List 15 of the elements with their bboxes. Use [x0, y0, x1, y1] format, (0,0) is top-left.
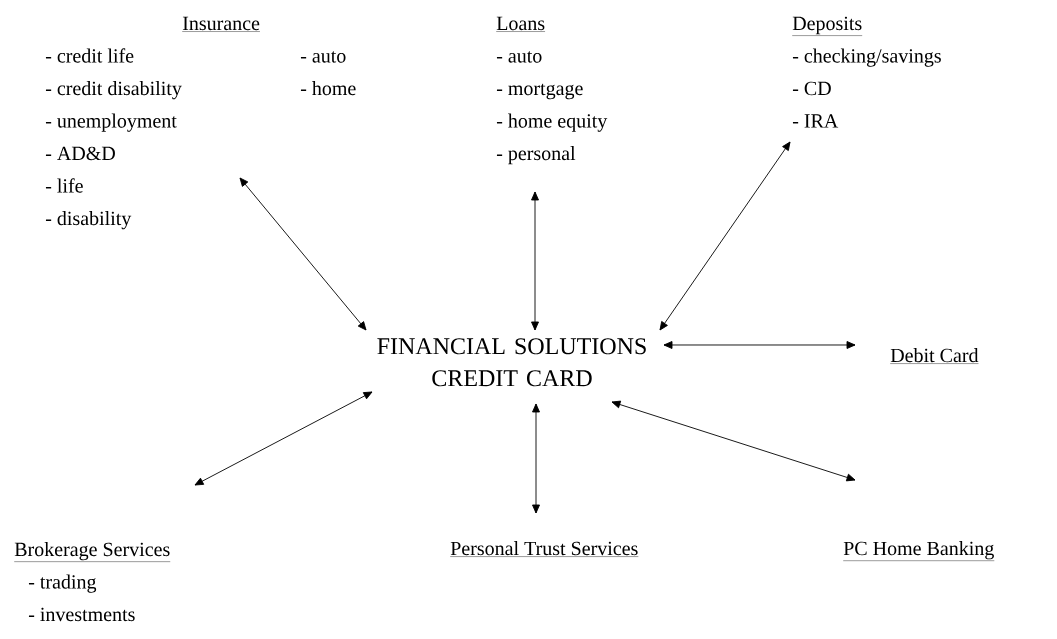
category-label: Personal Trust Services	[450, 541, 639, 557]
category-label: PC Home Banking	[843, 541, 995, 561]
double-arrow	[239, 177, 367, 331]
double-arrow	[194, 391, 373, 486]
category-label: Debit Card	[890, 348, 979, 364]
category-list: Insurance - credit life - auto - credit disability - home - unemployment - AD&D - life - disability	[45, 16, 356, 230]
double-arrow	[659, 141, 791, 331]
category-list: Loans - auto - mortgage - home equity - personal	[496, 16, 608, 165]
double-arrow	[663, 341, 856, 349]
double-arrow	[611, 400, 856, 482]
double-arrow	[531, 191, 539, 331]
category-list: Brokerage Services - trading - investments	[14, 542, 171, 622]
center-title: FINANCIAL SOLUTIONS CREDIT CARD	[377, 338, 646, 387]
category-list: Deposits - checking/savings - CD - IRA	[792, 16, 941, 128]
double-arrow	[532, 403, 540, 514]
